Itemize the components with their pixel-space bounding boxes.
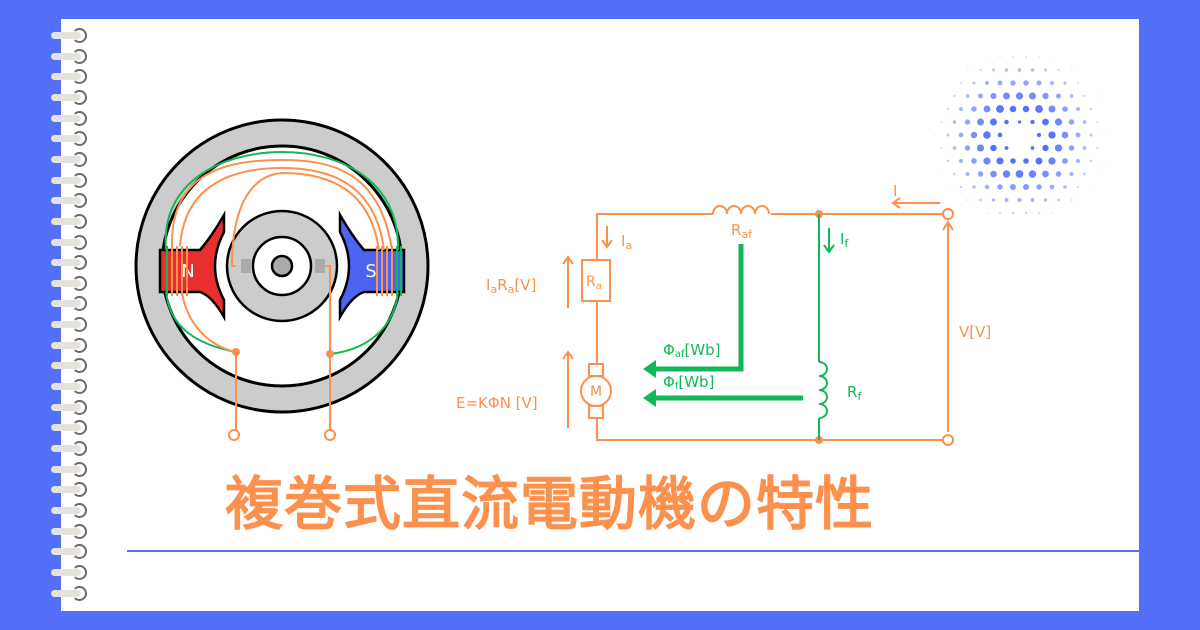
shunt-flux-arrow-icon xyxy=(643,389,656,407)
label-back-emf: E=KΦN [V] xyxy=(456,394,538,412)
spiral-ring xyxy=(50,564,87,580)
label-armature-resistor: Ra xyxy=(586,274,602,292)
spiral-ring xyxy=(50,234,87,250)
spiral-ring xyxy=(50,192,87,209)
supply-terminal-top xyxy=(942,208,954,220)
spiral-ring xyxy=(50,502,87,518)
spiral-ring xyxy=(50,275,87,291)
spiral-ring xyxy=(50,378,87,395)
spiral-ring xyxy=(50,68,87,85)
spiral-ring xyxy=(50,585,87,601)
label-supply-current: I xyxy=(893,182,897,200)
page-title: 複巻式直流電動機の特性 xyxy=(225,470,875,538)
spiral-ring xyxy=(50,316,87,333)
series-flux-arrow-icon xyxy=(643,360,656,378)
spiral-ring xyxy=(50,151,87,167)
label-voltage-drop: IaRa[V] xyxy=(486,276,536,296)
spiral-ring xyxy=(50,523,87,539)
spiral-ring xyxy=(50,399,87,415)
circuit-diagram: I Ia Raf If Ra IaRa[V] E=KΦN [V] M Φaf[W… xyxy=(456,182,991,446)
label-motor: M xyxy=(590,384,602,400)
spiral-ring xyxy=(50,543,87,560)
spiral-ring xyxy=(50,89,87,105)
label-shunt-flux: Φf[Wb] xyxy=(663,373,714,392)
label-supply-voltage: V[V] xyxy=(959,323,991,341)
spiral-ring xyxy=(50,130,87,147)
halftone-dots-decoration xyxy=(934,56,1105,215)
spiral-ring xyxy=(50,213,87,229)
spiral-ring xyxy=(50,48,87,64)
spiral-ring xyxy=(50,481,87,498)
spiral-ring xyxy=(50,357,87,374)
spiral-ring xyxy=(50,440,87,456)
rotor xyxy=(225,209,339,323)
spiral-ring xyxy=(50,254,87,271)
label-series-field-resistor: Raf xyxy=(731,221,753,241)
supply-terminal-bottom xyxy=(942,434,954,446)
title-underline xyxy=(127,550,1139,552)
armature-resistor xyxy=(581,259,611,302)
spiral-ring xyxy=(50,27,87,43)
label-armature-current: Ia xyxy=(621,232,632,252)
label-shunt-field-current: If xyxy=(840,230,849,250)
label-series-flux: Φaf[Wb] xyxy=(663,341,721,360)
spiral-ring xyxy=(50,461,87,477)
spiral-ring xyxy=(50,419,87,436)
field-windings xyxy=(164,150,402,441)
motor-cross-section: N S xyxy=(134,118,430,441)
south-label: S xyxy=(365,261,376,282)
label-shunt-field-resistor: Rf xyxy=(847,383,862,403)
spiral-ring xyxy=(50,337,87,353)
spiral-binding xyxy=(50,27,90,607)
spiral-ring xyxy=(50,172,87,188)
spiral-ring xyxy=(50,110,87,126)
spiral-ring xyxy=(50,295,87,312)
